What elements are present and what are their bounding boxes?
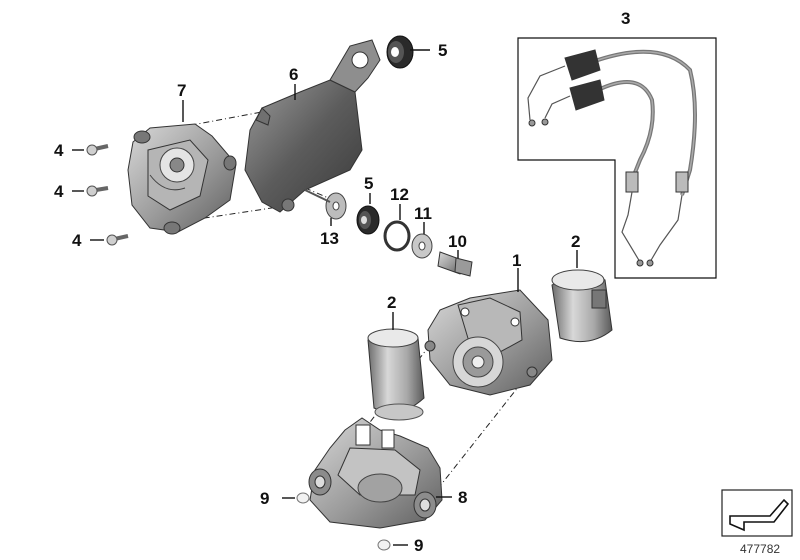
hose-clamp-part-2-left [367, 328, 425, 421]
nut-part-9-left [296, 492, 310, 504]
cable-kit-box [517, 37, 717, 279]
callout-4-bottom: 4 [72, 231, 82, 250]
grommet-part-5-top [386, 35, 414, 69]
screw-part-4-top [86, 144, 109, 156]
callout-10: 10 [448, 232, 467, 251]
callout-labels: 1 2 2 3 4 4 4 5 5 6 7 8 9 9 10 11 12 13 [54, 9, 630, 555]
actuator-motor-part-7 [127, 123, 237, 235]
screw-part-4-bottom [106, 234, 129, 246]
washer-part-13 [304, 189, 347, 220]
callout-9-bottom: 9 [414, 536, 423, 555]
callout-1: 1 [512, 251, 521, 270]
callout-4-top: 4 [54, 141, 64, 160]
nut-part-9-bottom [377, 539, 391, 551]
throttle-assembly-part-1 [424, 289, 553, 396]
screw-part-4-mid [86, 185, 109, 197]
cover-housing-part-6 [244, 39, 381, 213]
callout-12: 12 [390, 185, 409, 204]
callout-2-right: 2 [571, 232, 580, 251]
leader-lines [72, 49, 578, 546]
spring-washer-part-12 [383, 220, 411, 252]
bolt-part-10 [437, 251, 473, 277]
callout-9-left: 9 [260, 489, 269, 508]
callout-3: 3 [621, 9, 630, 28]
reference-number: 477782 [740, 542, 780, 556]
callout-8: 8 [458, 488, 467, 507]
callout-5-top: 5 [438, 41, 447, 60]
washer-part-11 [411, 233, 433, 259]
lower-cover-part-8 [308, 417, 443, 529]
callout-4-mid: 4 [54, 182, 64, 201]
callout-11: 11 [414, 204, 432, 223]
cable-kit-part-3 [517, 37, 717, 279]
callout-2-left: 2 [387, 293, 396, 312]
arrow-box-icon [721, 489, 793, 537]
callout-7: 7 [177, 81, 186, 100]
callout-13: 13 [320, 229, 339, 248]
callout-6: 6 [289, 65, 298, 84]
grommet-part-5-mid [356, 205, 380, 235]
hose-clamp-part-2-right [551, 269, 613, 343]
callout-5-mid: 5 [364, 174, 373, 193]
